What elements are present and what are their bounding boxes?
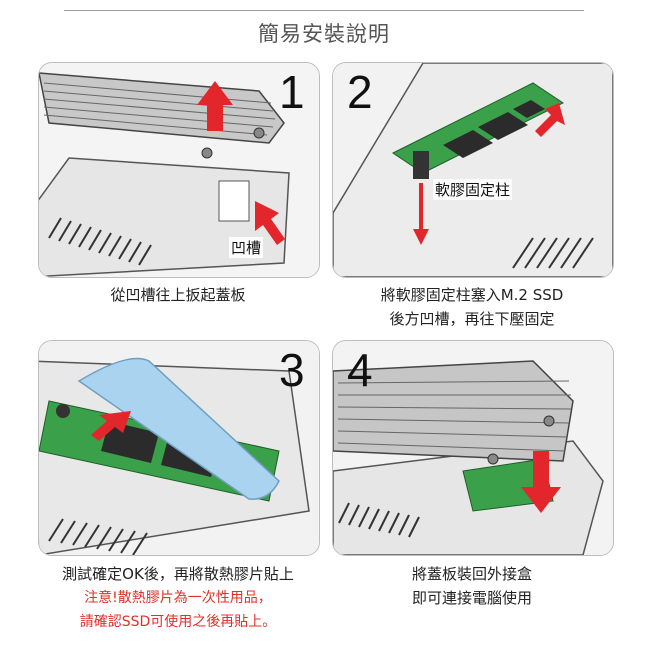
step-2-panel: 2 軟膠固定柱 xyxy=(332,62,614,278)
step-3-illustration xyxy=(39,341,319,555)
step-4-panel: 4 xyxy=(332,340,614,556)
down-arrow-icon xyxy=(413,229,429,245)
step-3-number: 3 xyxy=(279,344,305,396)
step-3-caption: 測試確定OK後，再將散熱膠片貼上 注意!散熱膠片為一次性用品， 請確認SSD可使… xyxy=(16,562,340,634)
step-3-panel: 3 xyxy=(38,340,320,556)
step-3-warning-line-1: 注意!散熱膠片為一次性用品， xyxy=(84,590,272,606)
step-4-caption: 將蓋板裝回外接盒 即可連接電腦使用 xyxy=(332,562,612,610)
step-1-number: 1 xyxy=(279,66,305,118)
step-2-caption-line-2: 後方凹槽，再往下壓固定 xyxy=(389,310,555,328)
lift-arrow-icon xyxy=(197,81,233,131)
header-rule xyxy=(64,10,584,11)
step-2-number: 2 xyxy=(347,66,373,118)
step-2-caption-line-1: 將軟膠固定柱塞入M.2 SSD xyxy=(380,286,564,304)
step-2-illustration xyxy=(333,63,613,277)
thermal-pad xyxy=(77,357,280,500)
step-1-panel: 1 凹槽 xyxy=(38,62,320,278)
step-2-caption: 將軟膠固定柱塞入M.2 SSD 後方凹槽，再往下壓固定 xyxy=(332,283,612,331)
step-2-callout: 軟膠固定柱 xyxy=(433,179,513,200)
insert-arrow-icon xyxy=(535,103,565,137)
step-4-number: 4 xyxy=(347,344,373,396)
step-1-callout: 凹槽 xyxy=(229,237,264,258)
page-title: 簡易安裝說明 xyxy=(258,22,390,46)
apply-arrow-icon xyxy=(91,411,131,441)
step-1-illustration xyxy=(39,63,319,277)
step-4-caption-line-2: 即可連接電腦使用 xyxy=(411,589,532,607)
notch-arrow-icon xyxy=(255,201,285,245)
step-4-caption-line-1: 將蓋板裝回外接盒 xyxy=(411,565,532,583)
step-1-caption: 從凹槽往上扳起蓋板 xyxy=(38,283,318,307)
step-3-warning-line-2: 請確認SSD可使用之後再貼上。 xyxy=(79,614,277,630)
close-arrow-icon xyxy=(521,451,561,513)
step-3-caption-line: 測試確定OK後，再將散熱膠片貼上 xyxy=(62,565,294,583)
step-4-illustration xyxy=(333,341,613,555)
step-1-caption-line: 從凹槽往上扳起蓋板 xyxy=(110,286,246,304)
